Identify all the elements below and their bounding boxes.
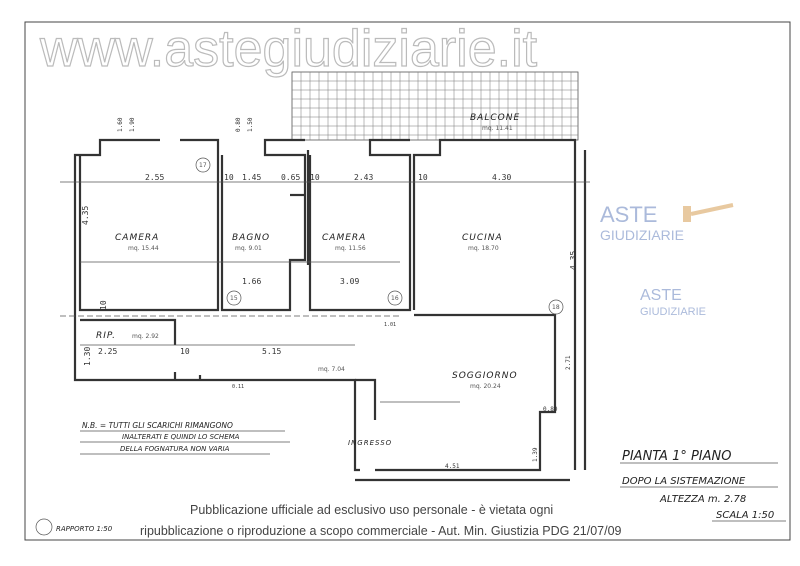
walls: [60, 138, 590, 482]
dimension: 2.71: [565, 355, 572, 370]
plan-subtitle: DOPO LA SISTEMAZIONE: [622, 476, 746, 487]
room-corridoio-area: mq. 7.04: [318, 366, 345, 373]
gavel-icon: [683, 206, 691, 222]
dimension: 1.30: [83, 347, 92, 366]
room-rip-area: mq. 2.92: [132, 333, 159, 340]
dimension: 2.55: [145, 173, 164, 182]
dimension: 5.15: [262, 347, 281, 356]
dimension: 10: [99, 300, 108, 310]
room-bagno-name: BAGNO: [232, 233, 270, 243]
dimension: 2.43: [354, 173, 373, 182]
room-soggiorno-area: mq. 20.24: [470, 383, 501, 390]
dimension: 1.60: [117, 117, 124, 132]
watermark-aste: ASTE: [600, 202, 657, 227]
room-number: 15: [230, 295, 238, 302]
dimension: 1.66: [242, 277, 261, 286]
dimension: 4.30: [492, 173, 511, 182]
dimension: 1.01: [384, 322, 396, 328]
room-bagno-area: mq. 9.01: [235, 245, 262, 252]
note-line: INALTERATI E QUINDI LO SCHEMA: [122, 433, 240, 441]
dimension: 4.35: [81, 206, 90, 225]
watermark-giudiziarie: GIUDIZIARIE: [640, 306, 706, 318]
dimension: 10: [310, 173, 320, 182]
dimension: 10: [418, 173, 428, 182]
dimension: 10: [180, 347, 190, 356]
dimension: 1.45: [242, 173, 261, 182]
watermark-site: www.astegiudiziarie.it: [39, 20, 538, 78]
plan-scale: SCALA 1:50: [716, 510, 774, 521]
plan-height: ALTEZZA m. 2.78: [659, 494, 746, 505]
room-cucina-area: mq. 18.70: [468, 245, 499, 252]
room-camera1-area: mq. 15.44: [128, 245, 159, 252]
plan-title: PIANTA 1° PIANO: [622, 449, 732, 464]
note-block: N.B. = TUTTI GLI SCARICHI RIMANGONO INAL…: [80, 421, 290, 455]
title-block: PIANTA 1° PIANO DOPO LA SISTEMAZIONE ALT…: [35, 449, 786, 536]
room-ingresso-name: INGRESSO: [348, 439, 392, 447]
room-camera2-name: CAMERA: [322, 233, 366, 243]
dimension: 10: [224, 173, 234, 182]
room-cucina-name: CUCINA: [462, 233, 503, 243]
footer-ratio: RAPPORTO 1:50: [56, 525, 113, 533]
dimension: 0.11: [232, 384, 244, 390]
sheet-border: [24, 21, 791, 541]
dimension: 1.50: [247, 117, 254, 132]
balcony-hatch: [291, 71, 579, 141]
dimension: 0.80: [235, 117, 242, 132]
room-number: 16: [391, 295, 399, 302]
room-camera1-name: CAMERA: [115, 233, 159, 243]
note-line: N.B. = TUTTI GLI SCARICHI RIMANGONO: [82, 421, 233, 430]
watermark-giudiziarie: GIUDIZIARIE: [600, 227, 684, 243]
watermark-logo: ASTE GIUDIZIARIE ASTE GIUDIZIARIE: [600, 202, 734, 318]
dimension-labels: 2.55 4.35 1.45 0.65 2.43 4.30 4.35 1.66 …: [81, 117, 578, 470]
dimension: 4.35: [569, 251, 578, 270]
room-soggiorno-name: SOGGIORNO: [452, 371, 518, 381]
room-camera2-area: mq. 11.56: [335, 245, 366, 252]
room-number-markers: 17 15 16 18: [195, 157, 564, 315]
room-balcone-area: mq. 11.41: [482, 125, 513, 132]
note-line: DELLA FOGNATURA NON VARIA: [120, 445, 230, 453]
dimension: 2.25: [98, 347, 117, 356]
dimension: 0.80: [543, 406, 558, 413]
room-number: 18: [552, 304, 560, 311]
room-balcone-name: BALCONE: [470, 113, 520, 123]
dimension: 0.65: [281, 173, 300, 182]
dimension: 4.51: [445, 463, 460, 470]
notice-line2: ripubblicazione o riproduzione a scopo c…: [140, 524, 622, 538]
room-number: 17: [199, 162, 207, 169]
watermark-aste: ASTE: [640, 287, 682, 304]
dimension: 1.90: [129, 117, 136, 132]
dimension: 1.39: [532, 447, 539, 462]
room-labels: CAMERA mq. 15.44 BAGNO mq. 9.01 CAMERA m…: [96, 113, 564, 447]
notice-line1: Pubblicazione ufficiale ad esclusivo uso…: [190, 503, 553, 517]
dimension: 3.09: [340, 277, 359, 286]
room-rip-name: RIP.: [96, 331, 116, 341]
